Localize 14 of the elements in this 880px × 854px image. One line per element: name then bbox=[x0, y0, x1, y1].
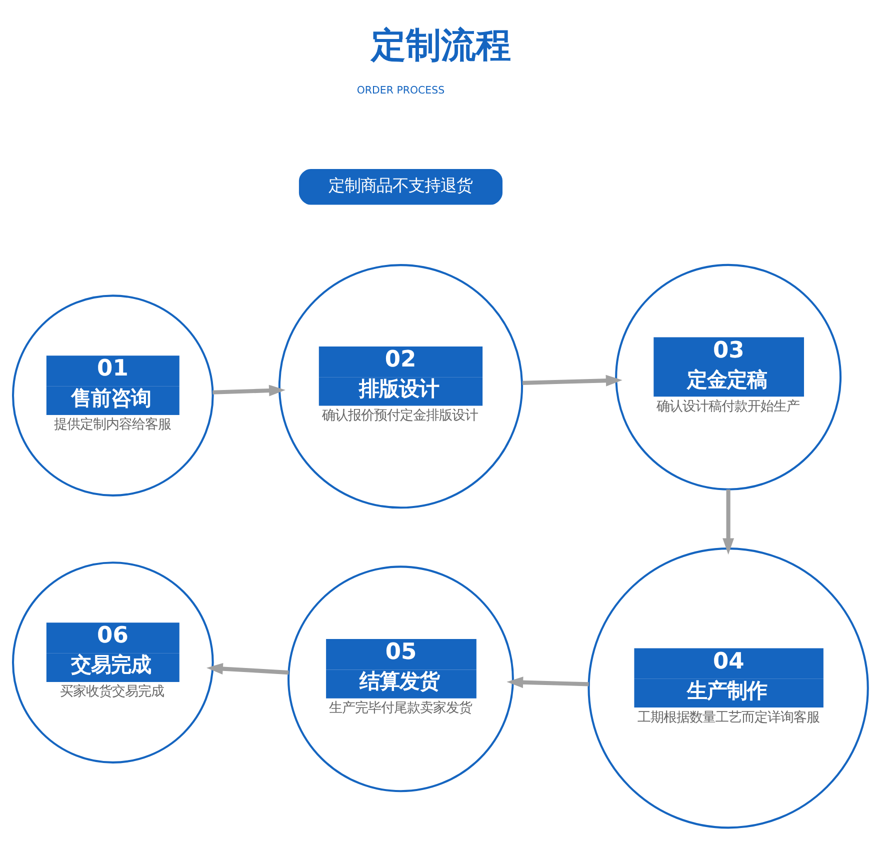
arrow bbox=[506, 676, 588, 688]
arrow bbox=[522, 374, 622, 386]
arrow bbox=[722, 490, 734, 555]
node-circle: 05 结算发货 生产完毕付尾款卖家发货 bbox=[287, 566, 514, 792]
arrow bbox=[206, 663, 288, 675]
node-circle: 04 生产制作 工期根据数量工艺而定详询客服 bbox=[587, 548, 868, 829]
diagram-title: 定制流程 bbox=[370, 26, 510, 66]
node-circle: 02 排版设计 确认报价预付定金排版设计 bbox=[278, 264, 523, 509]
node-circle: 01 售前咨询 提供定制内容给客服 bbox=[11, 294, 214, 496]
arrow bbox=[212, 384, 285, 396]
label: ORDER PROCESS bbox=[356, 85, 444, 96]
node-circle: 06 交易完成 买家收货交易完成 bbox=[11, 562, 214, 764]
node-circle: 03 定金定稿 确认设计稿付款开始生产 bbox=[614, 264, 842, 490]
node-box: 定制商品不支持退货 bbox=[297, 168, 504, 206]
